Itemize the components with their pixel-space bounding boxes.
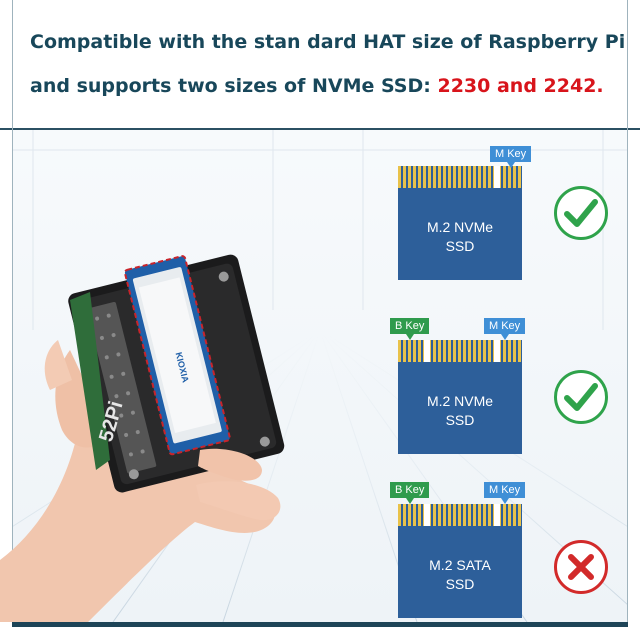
ssd-type-sublabel: SSD [445,412,475,428]
key-notch [494,340,500,362]
m-key-badge: M Key [484,318,526,340]
ssd-type-label: M.2 NVMe [426,393,494,409]
headline-line-1: Compatible with the stan dard HAT size o… [30,31,626,53]
key-notch [494,166,500,188]
footer-bar [0,622,640,640]
m-key-badge: M Key [490,146,532,168]
ssd-card-m2-nvme-bmkey: M.2 NVMe SSD [398,340,522,454]
m-key-badge: M Key [484,482,526,504]
product-photo: 52Pi KIOXIA [0,254,285,640]
headline-line-2: and supports two sizes of NVMe SSD: 2230… [30,75,604,97]
ssd-type-label: M.2 SATA [429,557,491,573]
headline-text: and supports two sizes of NVMe SSD: [30,75,438,97]
key-notch [494,504,500,526]
headline-highlight: 2230 and 2242. [437,75,604,97]
ssd-type-label: M.2 NVMe [426,219,494,235]
gold-pins [398,504,522,526]
gold-pins [398,166,522,188]
b-key-badge: B Key [390,318,430,340]
ssd-type-sublabel: SSD [445,576,475,592]
ssd-card-m2-sata: M.2 SATA SSD [398,504,522,618]
ssd-type-sublabel: SSD [445,238,475,254]
gold-pins [398,340,522,362]
frame-right-rule [627,0,628,640]
header: Compatible with the stan dard HAT size o… [0,0,640,128]
ssd-card-m2-nvme-mkey: M.2 NVMe SSD [398,166,522,280]
key-notch [424,504,430,526]
header-divider [0,128,640,130]
check-icon [554,186,608,240]
frame-left-rule [12,0,13,640]
key-notch [424,340,430,362]
b-key-badge: B Key [390,482,430,504]
check-icon [554,370,608,424]
cross-icon [554,540,608,594]
